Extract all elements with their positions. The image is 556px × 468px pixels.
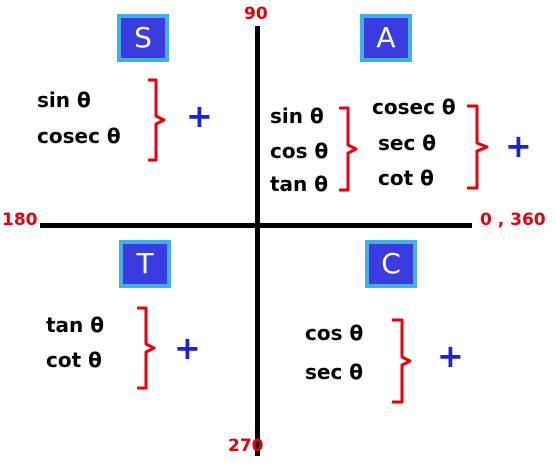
angle-0-360-label: 0 , 360	[480, 210, 546, 230]
quadrant-c-box: C	[365, 240, 417, 288]
angle-90-label: 90	[244, 4, 268, 24]
s-plus-sign: +	[186, 97, 213, 135]
angle-180-label: 180	[2, 210, 38, 230]
c-function-sec: sec θ	[305, 360, 364, 384]
a-function-cos: cos θ	[270, 139, 329, 163]
a-inner-bracket	[339, 106, 358, 192]
quadrant-s-box: S	[117, 14, 169, 62]
t-function-tan: tan θ	[46, 313, 104, 337]
s-bracket	[148, 78, 166, 162]
t-function-cot: cot θ	[46, 348, 102, 372]
a-function-tan: tan θ	[270, 172, 328, 196]
t-plus-sign: +	[174, 329, 201, 367]
vertical-axis	[255, 26, 260, 456]
horizontal-axis	[40, 223, 472, 228]
a-function-cosec: cosec θ	[372, 95, 456, 119]
s-function-cosec: cosec θ	[37, 124, 121, 148]
a-outer-bracket	[467, 104, 489, 190]
c-function-cos: cos θ	[305, 321, 364, 345]
a-function-sin: sin θ	[270, 104, 324, 128]
c-bracket	[392, 318, 412, 404]
angle-270-label: 270	[228, 436, 264, 456]
quadrant-t-box: T	[119, 240, 171, 288]
quadrant-a-box: A	[360, 14, 412, 62]
a-function-sec: sec θ	[378, 131, 437, 155]
a-function-cot: cot θ	[378, 166, 434, 190]
a-plus-sign: +	[505, 127, 532, 165]
c-plus-sign: +	[437, 337, 464, 375]
t-bracket	[137, 306, 156, 390]
s-function-sin: sin θ	[37, 88, 91, 112]
